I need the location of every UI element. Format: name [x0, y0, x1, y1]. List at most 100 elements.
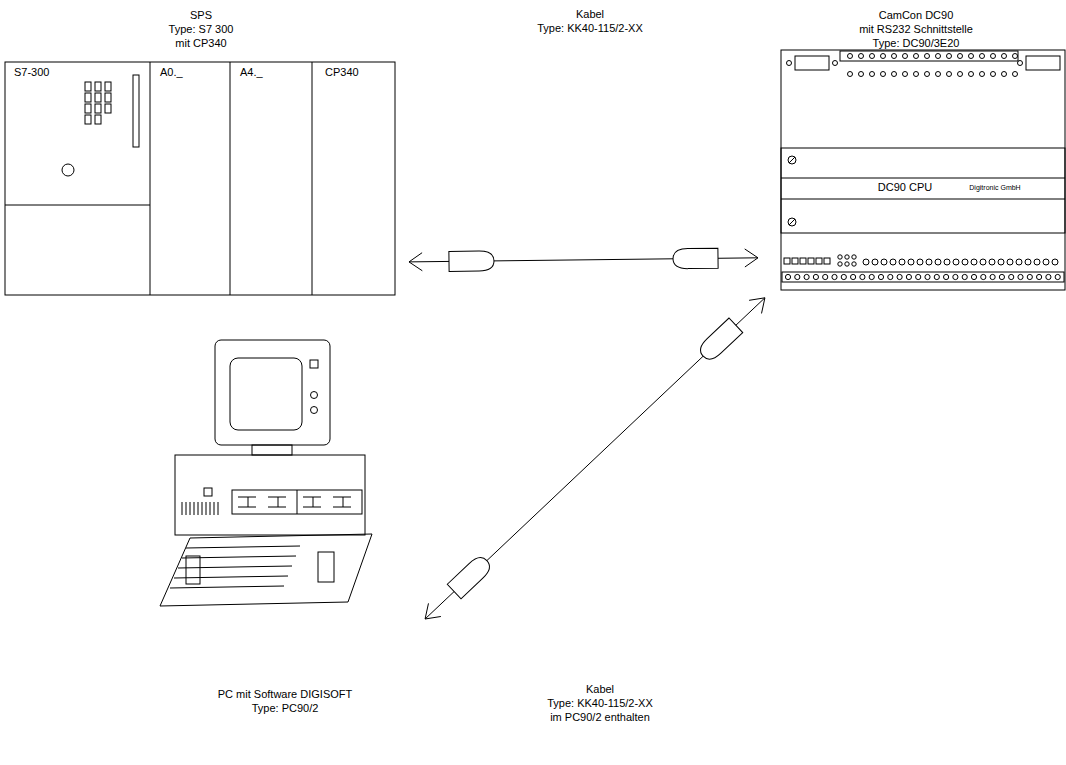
panel-band: [781, 199, 1065, 200]
terminal-hole: [1016, 259, 1022, 265]
cable-line: [425, 298, 765, 619]
module-divider: [312, 62, 313, 295]
terminal-screw: [881, 54, 886, 59]
device-caption: PC mit Software DIGISOFT: [218, 687, 352, 701]
terminal-hole: [953, 259, 959, 265]
terminal-hole: [935, 259, 941, 265]
terminal-screw: [914, 54, 919, 59]
monitor: [215, 340, 330, 445]
vent-slot: [210, 502, 211, 515]
terminal-hole: [908, 259, 914, 265]
panel-screw: [789, 157, 795, 163]
terminal-hole: [917, 259, 923, 265]
panel-label: A0._: [160, 66, 183, 79]
terminal-hole: [944, 259, 950, 265]
key-cluster: [186, 556, 200, 584]
terminal-screw: [859, 54, 864, 59]
terminal-screw: [1009, 274, 1014, 279]
terminal-hole: [980, 72, 985, 77]
device-caption: Type: DC90/3E20: [873, 36, 960, 50]
terminal-screw: [981, 274, 986, 279]
status-led: [95, 115, 101, 124]
screw: [833, 61, 838, 66]
terminal-hole: [872, 259, 878, 265]
terminal-screw: [980, 54, 985, 59]
panel-label: S7-300: [14, 66, 49, 79]
device-node: PC mit Software DIGISOFTType: PC90/2: [150, 335, 420, 715]
terminal-hole: [1043, 259, 1049, 265]
device-caption: mit CP340: [175, 36, 226, 50]
terminal-screw: [851, 274, 856, 279]
status-led: [95, 82, 101, 91]
panel-band: [781, 178, 1065, 179]
key-row: [186, 546, 300, 548]
terminal: [824, 258, 830, 264]
terminal-hole: [998, 259, 1004, 265]
terminal-screw: [990, 274, 995, 279]
terminal: [816, 258, 822, 264]
terminal-hole: [1002, 72, 1007, 77]
screw: [787, 61, 792, 66]
plc-rack: [5, 62, 395, 295]
led: [845, 262, 849, 266]
panel-label: CP340: [325, 66, 359, 79]
panel-label: Digitronic GmbH: [969, 184, 1020, 192]
terminal-screw: [892, 54, 897, 59]
terminal: [800, 258, 806, 264]
terminal-screw: [936, 54, 941, 59]
terminal-hole: [1025, 259, 1031, 265]
terminal-hole: [903, 72, 908, 77]
led: [852, 255, 856, 259]
vent-slot: [214, 502, 215, 515]
device-caption: Type: S7 300: [169, 22, 234, 36]
drive-slot: [303, 497, 321, 507]
module-divider: [230, 62, 231, 295]
terminal-screw: [795, 274, 800, 279]
panel-label: A4._: [240, 66, 263, 79]
terminal-screw: [999, 274, 1004, 279]
vent-slot: [206, 502, 207, 515]
terminal-screw: [1018, 274, 1023, 279]
terminal-screw: [823, 274, 828, 279]
cable-plug: [696, 318, 742, 363]
status-led: [105, 93, 111, 102]
terminal-screw: [897, 274, 902, 279]
status-led: [85, 104, 91, 113]
terminal-screw: [962, 274, 967, 279]
terminal-screw: [1046, 274, 1051, 279]
cable-label: im PC90/2 enthalten: [550, 711, 650, 724]
sub-d-connector: [1026, 56, 1060, 70]
terminal-screw: [878, 274, 883, 279]
device-node: SPSType: S7 300mit CP340: [5, 8, 397, 298]
led: [845, 255, 849, 259]
terminal-screw: [991, 54, 996, 59]
vent-slot: [190, 502, 191, 515]
terminal-hole: [870, 72, 875, 77]
terminal-hole: [991, 72, 996, 77]
terminal: [792, 258, 798, 264]
led: [838, 255, 842, 259]
module-divider: [150, 62, 151, 295]
terminal: [784, 258, 790, 264]
terminal-hole: [1034, 259, 1040, 265]
terminal-screw: [870, 54, 875, 59]
terminal-screw: [888, 274, 893, 279]
terminal-screw: [841, 274, 846, 279]
terminal-screw: [1002, 54, 1007, 59]
terminal-hole: [1013, 72, 1018, 77]
vent-slot: [202, 502, 203, 515]
pc-case: [175, 455, 365, 535]
key-switch: [62, 164, 74, 176]
drive-slot: [238, 497, 256, 507]
terminal-hole: [962, 259, 968, 265]
terminal-screw: [804, 274, 809, 279]
terminal: [808, 258, 814, 264]
terminal-hole: [958, 72, 963, 77]
cable: [425, 298, 765, 619]
led: [852, 262, 856, 266]
terminal-screw: [1027, 274, 1032, 279]
mode-slot: [133, 75, 139, 147]
terminal-screw: [916, 274, 921, 279]
terminal-screw: [903, 54, 908, 59]
